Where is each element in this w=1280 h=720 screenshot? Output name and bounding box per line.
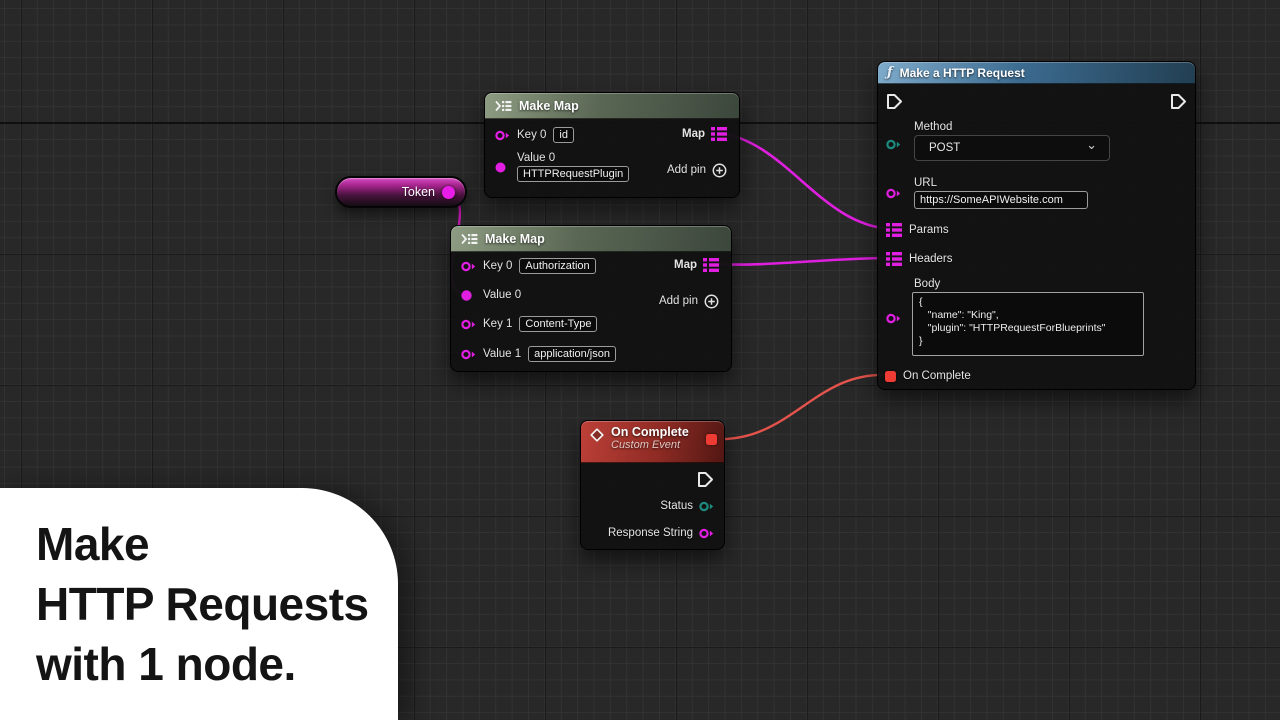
node-make-http-request[interactable]: ƒ Make a HTTP Request Method POST ⌄ URL … (877, 61, 1196, 390)
wire-map-to-headers[interactable] (708, 256, 892, 266)
method-label: Method (914, 121, 953, 133)
add-pin-icon[interactable] (712, 163, 727, 178)
key1-row: Key 1 Content-Type (461, 316, 598, 332)
map-output-row: Map (682, 126, 727, 142)
params-map-pin-icon[interactable] (886, 223, 902, 237)
key1-label: Key 1 (483, 318, 513, 330)
key1-input[interactable]: Content-Type (519, 316, 598, 332)
add-pin-row[interactable]: Add pin (667, 162, 727, 178)
value1-label: Value 1 (483, 348, 522, 360)
status-row: Status (660, 498, 714, 514)
on-complete-row: On Complete (885, 368, 971, 384)
exec-out-pin[interactable] (1170, 93, 1187, 110)
make-map-icon (461, 233, 478, 244)
url-input[interactable]: https://SomeAPIWebsite.com (914, 191, 1088, 209)
response-string-label: Response String (607, 527, 693, 539)
body-label: Body (914, 278, 941, 290)
key0-row: Key 0 Authorization (461, 258, 596, 274)
value1-row: Value 1 application/json (461, 346, 616, 362)
value0-input[interactable]: HTTPRequestPlugin (517, 166, 630, 182)
value0-pin-connected[interactable] (461, 289, 476, 301)
value0-label: Value 0 (517, 152, 556, 164)
key0-pin[interactable] (495, 130, 510, 141)
add-pin-label: Add pin (666, 164, 706, 176)
node-on-complete-event[interactable]: On Complete Custom Event Status Response… (580, 420, 725, 550)
caption-line-1: Make (36, 518, 150, 570)
body-input[interactable]: { "name": "King", "plugin": "HTTPRequest… (912, 292, 1144, 356)
map-pin-icon[interactable] (703, 258, 719, 272)
url-label: URL (914, 177, 938, 189)
wire-map-to-params[interactable] (716, 131, 894, 231)
value0-row: Value 0 HTTPRequestPlugin (495, 150, 630, 184)
wire-oncomplete-delegate[interactable] (712, 373, 888, 441)
key0-pin[interactable] (461, 261, 476, 272)
key0-label: Key 0 (483, 260, 513, 272)
caption-line-3: with 1 node. (36, 638, 296, 690)
value1-pin[interactable] (461, 349, 476, 360)
headers-row: Headers (886, 251, 952, 267)
status-pin[interactable] (699, 501, 714, 512)
http-request-title: Make a HTTP Request (899, 65, 1025, 80)
delegate-output-pin[interactable] (706, 434, 717, 445)
status-label: Status (660, 500, 693, 512)
method-pin[interactable] (886, 139, 901, 150)
add-pin-row[interactable]: Add pin (659, 293, 719, 309)
make-map-icon (495, 100, 512, 111)
chevron-down-icon: ⌄ (1086, 137, 1097, 152)
map-output-row: Map (674, 257, 719, 273)
token-output-pin[interactable] (442, 185, 455, 199)
response-string-row: Response String (608, 525, 714, 541)
key0-input[interactable]: Authorization (519, 258, 596, 274)
value0-label: Value 0 (483, 289, 522, 301)
map-output-label: Map (682, 128, 705, 140)
caption-line-2: HTTP Requests (36, 578, 369, 630)
exec-out-pin[interactable] (697, 471, 714, 488)
token-label: Token (401, 185, 435, 199)
caption-text: Make HTTP Requests with 1 node. (36, 514, 369, 694)
http-request-header[interactable]: ƒ Make a HTTP Request (878, 62, 1195, 84)
headers-map-pin-icon[interactable] (886, 252, 902, 266)
make-map-headers-title: Make Map (485, 231, 545, 246)
make-map-params-header[interactable]: Make Map (485, 93, 739, 119)
node-make-map-headers[interactable]: Make Map Key 0 Authorization Value 0 Key… (450, 225, 732, 372)
make-map-headers-header[interactable]: Make Map (451, 226, 731, 252)
key0-row: Key 0 id (495, 127, 574, 143)
value0-row: Value 0 (461, 287, 521, 303)
key0-input[interactable]: id (553, 127, 574, 143)
params-label: Params (909, 224, 949, 236)
value1-input[interactable]: application/json (528, 346, 616, 362)
method-dropdown-value: POST (929, 142, 961, 154)
function-icon: ƒ (887, 65, 893, 80)
exec-in-pin[interactable] (886, 93, 903, 110)
map-output-label: Map (674, 259, 697, 271)
params-row: Params (886, 222, 949, 238)
url-pin[interactable] (886, 188, 901, 199)
on-complete-label: On Complete (903, 370, 971, 382)
method-dropdown[interactable]: POST ⌄ (914, 135, 1110, 161)
on-complete-delegate-pin[interactable] (885, 370, 896, 382)
value0-pin[interactable] (495, 162, 510, 173)
response-string-pin[interactable] (699, 528, 714, 539)
add-pin-label: Add pin (658, 295, 698, 307)
add-pin-icon[interactable] (704, 294, 719, 309)
node-token-variable[interactable]: Token (335, 176, 467, 208)
on-complete-event-title: On Complete (611, 425, 689, 439)
make-map-params-title: Make Map (519, 98, 579, 113)
on-complete-event-header[interactable]: On Complete Custom Event (581, 421, 724, 463)
custom-event-icon (590, 428, 604, 442)
caption-card: Make HTTP Requests with 1 node. (0, 488, 398, 720)
on-complete-event-subtitle: Custom Event (611, 439, 681, 451)
map-pin-icon[interactable] (711, 127, 727, 141)
body-pin[interactable] (886, 313, 901, 324)
key0-label: Key 0 (517, 129, 547, 141)
headers-label: Headers (909, 253, 953, 265)
node-make-map-params[interactable]: Make Map Key 0 id Value 0 HTTPRequestPlu… (484, 92, 740, 198)
key1-pin[interactable] (461, 319, 476, 330)
